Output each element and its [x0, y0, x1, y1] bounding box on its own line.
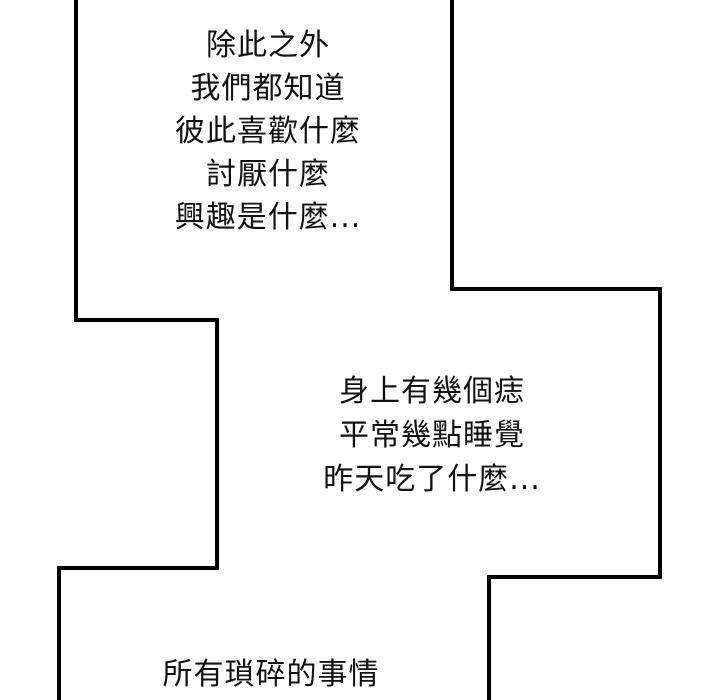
caption-line: 平常幾點睡覺: [338, 418, 525, 453]
caption-middle: 身上有幾個痣 平常幾點睡覺 昨天吃了什麼...: [323, 370, 541, 502]
caption-line: 我們都知道: [190, 71, 346, 106]
caption-line: 昨天吃了什麼...: [323, 462, 541, 497]
caption-line: 除此之外: [205, 28, 330, 63]
top-box-border: [57, 0, 219, 700]
caption-line: 討厭什麼: [205, 157, 330, 192]
caption-top: 除此之外 我們都知道 彼此喜歡什麼 討厭什麼 興趣是什麼...: [175, 24, 362, 239]
caption-line: 彼此喜歡什麼: [174, 114, 361, 149]
caption-line: 興趣是什麼...: [174, 200, 362, 235]
middle-box-border: [450, 0, 662, 700]
caption-line: 所有瑣碎的事情: [162, 657, 380, 692]
caption-bottom: 所有瑣碎的事情: [163, 653, 380, 696]
caption-line: 身上有幾個痣: [338, 374, 525, 409]
